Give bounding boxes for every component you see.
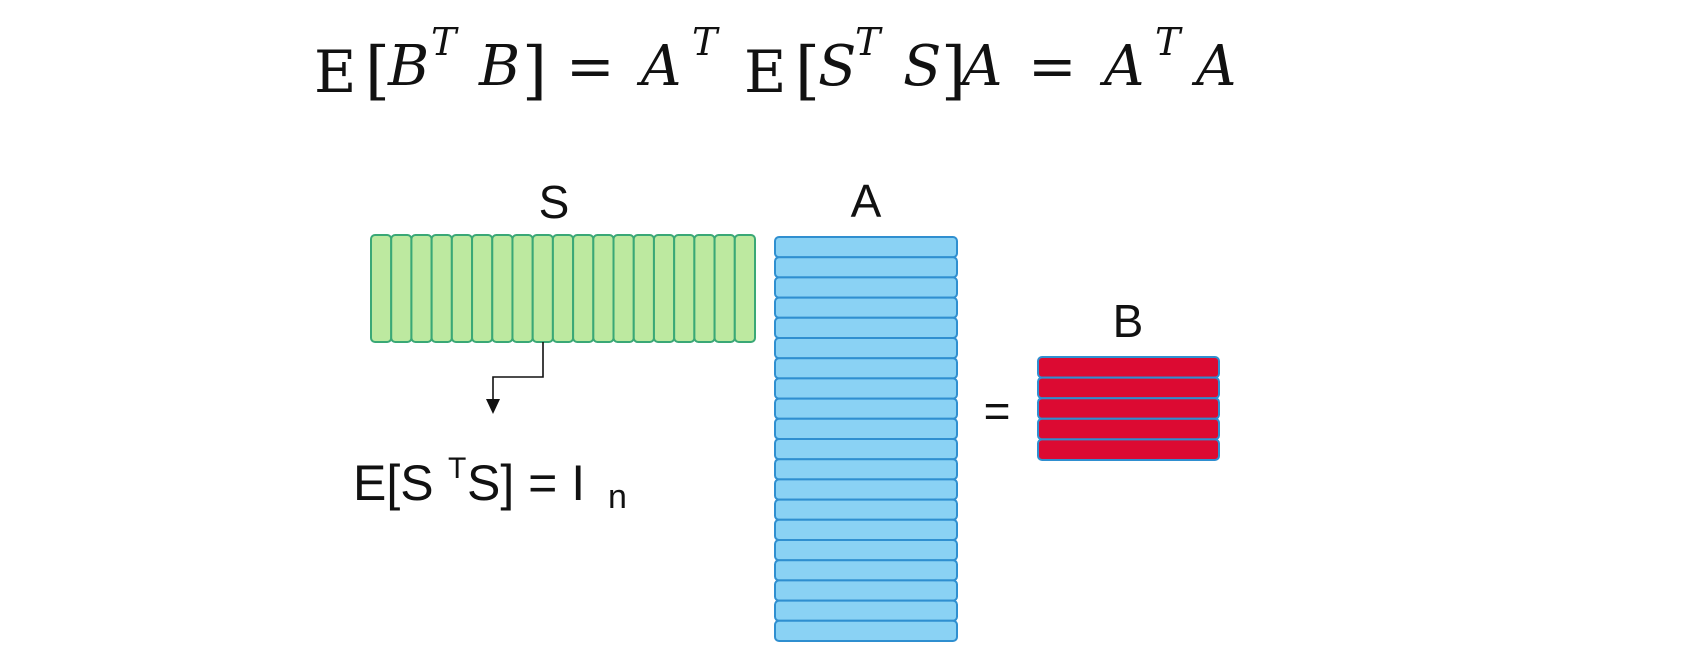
s-matrix-column <box>733 234 757 343</box>
arrow-line <box>492 342 544 400</box>
formula-a-2: A <box>957 34 1002 99</box>
formula-rbracket-2: ] <box>941 34 966 108</box>
formula-rbracket-1: ] <box>522 34 547 108</box>
formula-lbracket-2: [ <box>795 34 820 108</box>
s-matrix-column <box>410 234 433 343</box>
b-matrix-row <box>1037 438 1220 461</box>
b-matrix-row <box>1037 417 1220 441</box>
a-matrix-row <box>774 599 958 622</box>
s-matrix-label: S <box>539 176 570 228</box>
formula-a-4: A <box>1191 34 1236 99</box>
b-matrix-row <box>1037 376 1220 400</box>
formula-equals-2: = <box>1028 32 1077 100</box>
a-matrix-row <box>774 397 958 420</box>
a-matrix-row <box>774 236 958 259</box>
formula-t-2: T <box>692 20 720 64</box>
a-matrix-row <box>774 458 958 481</box>
a-matrix-row <box>774 256 958 279</box>
formula-t-3: T <box>855 20 883 64</box>
b-matrix-label: B <box>1113 295 1144 347</box>
column-arrow <box>486 342 544 414</box>
formula-t-4: T <box>1155 20 1183 64</box>
a-matrix-row <box>774 377 958 400</box>
a-matrix-row <box>774 316 958 339</box>
a-matrix-row <box>774 276 958 299</box>
s-matrix-column <box>693 234 716 343</box>
a-matrix-row <box>774 559 958 582</box>
s-matrix <box>370 234 757 343</box>
formula-t-1: T <box>431 20 459 64</box>
equals-sign: = <box>984 385 1011 437</box>
formula-b-1: B <box>387 34 429 99</box>
formula-b-2: B <box>478 34 520 99</box>
formula-a-3: A <box>1099 34 1144 99</box>
a-matrix-row <box>774 518 958 541</box>
a-matrix-row <box>774 478 958 501</box>
b-matrix-row <box>1037 397 1220 420</box>
a-matrix-row <box>774 296 958 319</box>
s-matrix-column <box>531 234 554 343</box>
a-matrix-row <box>774 539 958 562</box>
identity-expression: E[S T S] = I n <box>353 452 627 516</box>
a-matrix-row <box>774 619 958 642</box>
s-matrix-column <box>491 234 514 343</box>
s-matrix-column <box>612 234 635 343</box>
formula-a-1: A <box>636 34 681 99</box>
s-matrix-column <box>430 234 453 343</box>
identity-transpose: T <box>448 452 466 485</box>
formula-equals-1: = <box>566 32 615 100</box>
a-matrix-row <box>774 579 958 602</box>
s-matrix-column <box>450 234 474 343</box>
a-matrix-row <box>774 337 958 360</box>
s-matrix-column <box>471 234 494 343</box>
s-matrix-column <box>370 234 393 343</box>
a-matrix <box>774 236 958 642</box>
formula-lbracket-1: [ <box>365 34 390 108</box>
arrow-head <box>486 399 500 414</box>
s-matrix-column <box>572 234 595 343</box>
a-matrix-row <box>774 417 958 440</box>
identity-subscript-n: n <box>608 478 627 516</box>
s-matrix-column <box>713 234 736 343</box>
expectation-formula: E [ B T B ] = A T E [ S T S ] A = A T A <box>314 20 1236 108</box>
s-matrix-column <box>390 234 413 343</box>
a-matrix-row <box>774 357 958 380</box>
identity-e-s: E[S <box>353 455 434 511</box>
s-matrix-column <box>592 234 615 343</box>
s-matrix-column <box>652 234 676 343</box>
s-matrix-column <box>673 234 696 343</box>
formula-expectation-2: E <box>744 38 786 106</box>
a-matrix-row <box>774 438 958 461</box>
s-matrix-column <box>551 234 575 343</box>
s-matrix-column <box>511 234 534 343</box>
formula-expectation-1: E <box>314 38 356 106</box>
formula-s-2: S <box>903 34 941 99</box>
a-matrix-row <box>774 498 958 521</box>
b-matrix <box>1037 356 1220 461</box>
b-matrix-row <box>1037 356 1220 379</box>
a-matrix-label: A <box>851 175 882 227</box>
formula-s-1: S <box>818 34 856 99</box>
s-matrix-column <box>632 234 655 343</box>
identity-s-eq-i: S] = I <box>467 455 585 511</box>
